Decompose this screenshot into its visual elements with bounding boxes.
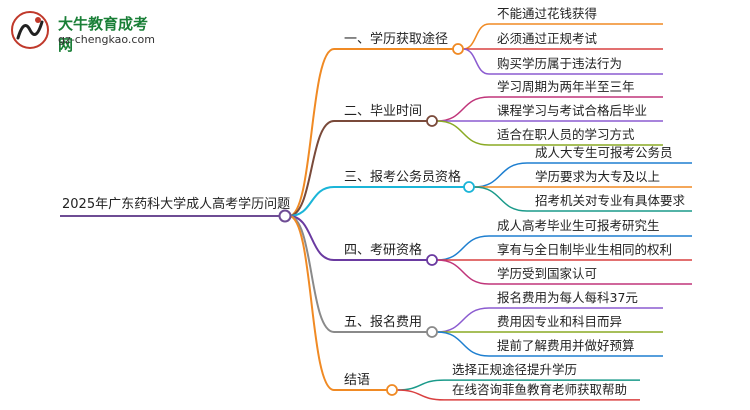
leaf-connector — [436, 307, 490, 333]
leaf-connector — [436, 331, 490, 357]
logo-mark-icon — [11, 11, 49, 49]
leaf-label: 在线咨询菲鱼教育老师获取帮助 — [452, 382, 627, 397]
branch-label: 二、毕业时间 — [344, 104, 422, 119]
leaf-label: 费用因专业和科目而异 — [497, 314, 622, 329]
leaf-label: 成人高考毕业生可报考研究生 — [497, 218, 660, 233]
mind-map-nodes: 2025年广东药科大学成人高考学历问题 一、学历获取途径 不能通过花钱获得必须通过正… — [62, 6, 686, 397]
leaf-label: 适合在职人员的学习方式 — [497, 127, 635, 142]
logo-url: gz-chengkao.com — [58, 33, 155, 46]
site-logo: 大牛教育成考网 gz-chengkao.com — [8, 8, 158, 54]
branch-connector — [288, 186, 335, 217]
leaf-label: 选择正规途径提升学历 — [452, 362, 577, 377]
branch-connector — [288, 215, 335, 333]
leaf-label: 不能通过花钱获得 — [497, 6, 597, 21]
branch-connector — [288, 215, 335, 391]
leaf-label: 享有与全日制毕业生相同的权利 — [497, 242, 672, 257]
branch-node-circle — [426, 115, 438, 127]
leaf-label: 报名费用为每人每科37元 — [497, 290, 638, 305]
leaf-connector — [462, 48, 490, 75]
leaf-connector — [436, 235, 490, 261]
leaf-connector — [396, 379, 445, 391]
branch-node-circle — [452, 43, 464, 55]
leaf-label: 学习周期为两年半至三年 — [497, 79, 635, 94]
leaf-label: 学历受到国家认可 — [497, 266, 597, 281]
leaf-connector — [396, 389, 445, 401]
leaf-connector — [462, 23, 490, 50]
branch-connector — [288, 48, 335, 217]
leaf-label: 招考机关对专业有具体要求 — [535, 193, 686, 208]
branch-label: 结语 — [344, 373, 370, 388]
branch-connector — [288, 120, 335, 217]
logo-title: 大牛教育成考网 — [58, 15, 149, 54]
branch-label: 四、考研资格 — [344, 242, 422, 258]
root-topic-label: 2025年广东药科大学成人高考学历问题 — [62, 196, 290, 212]
branch-label: 一、学历获取途径 — [344, 31, 448, 47]
branch-label: 三、报考公务员资格 — [344, 169, 461, 185]
branch-connector — [288, 215, 335, 261]
leaf-label: 购买学历属于违法行为 — [497, 56, 622, 71]
leaf-connector — [436, 120, 490, 146]
leaf-label: 提前了解费用并做好预算 — [497, 338, 635, 353]
leaf-label: 学历要求为大专及以上 — [535, 169, 660, 184]
connector-lines — [60, 23, 692, 401]
leaf-label: 课程学习与考试合格后毕业 — [497, 103, 647, 118]
branch-node-circle — [426, 326, 438, 338]
branch-label: 五、报名费用 — [344, 314, 422, 330]
branch-node-circle — [426, 254, 438, 266]
leaf-label: 必须通过正规考试 — [497, 31, 598, 46]
leaf-connector — [473, 162, 528, 188]
root-node-circle — [278, 209, 292, 223]
leaf-connector — [436, 96, 490, 122]
branch-node-circle — [463, 181, 475, 193]
leaf-connector — [436, 259, 490, 285]
leaf-label: 成人大专生可报考公务员 — [535, 145, 673, 160]
leaf-connector — [473, 186, 528, 212]
branch-node-circle — [386, 384, 398, 396]
